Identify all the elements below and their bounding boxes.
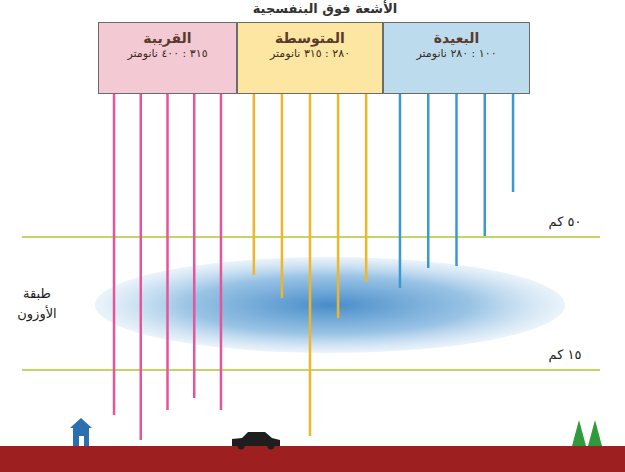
uv-ray (253, 94, 256, 275)
uv-band-box: القريبة٣١٥ : ٤٠٠ نانومتر (98, 22, 237, 94)
uv-ray (113, 94, 116, 415)
uv-ray (365, 94, 368, 282)
band-name: البعيدة (388, 29, 525, 47)
ozone-layer (95, 257, 565, 353)
ground (0, 446, 625, 472)
layer-label: طبقة الأوزون (2, 284, 72, 323)
wavelength-range: ١٠٠ : ٢٨٠ نانومتر (388, 47, 525, 61)
uv-ray (220, 94, 223, 410)
altitude-label: ٥٠ كم (530, 212, 600, 232)
uv-ray (455, 94, 458, 266)
house-icon (70, 418, 92, 446)
uv-band-box: البعيدة١٠٠ : ٢٨٠ نانومتر (383, 22, 530, 94)
uv-ray (309, 94, 312, 436)
wavelength-range: ٢٨٠ : ٣١٥ نانومتر (242, 47, 378, 61)
wavelength-range: ٣١٥ : ٤٠٠ نانومتر (103, 47, 232, 61)
uv-ray (281, 94, 284, 298)
band-name: المتوسطة (242, 29, 378, 47)
altitude-label: ١٥ كم (530, 345, 600, 365)
uv-ray (427, 94, 430, 268)
uv-ray (140, 94, 143, 440)
car-icon (232, 432, 280, 450)
uv-ray (166, 94, 169, 410)
trees-icon (572, 420, 602, 446)
uv-ray (337, 94, 340, 318)
uv-rays (114, 94, 513, 440)
uv-ray (193, 94, 196, 398)
diagram-title: الأشعة فوق البنفسجية (150, 1, 500, 16)
uv-band-box: المتوسطة٢٨٠ : ٣١٥ نانومتر (237, 22, 383, 94)
uv-ray (484, 94, 487, 236)
uv-ray (512, 94, 515, 192)
band-name: القريبة (103, 29, 232, 47)
uv-ray (399, 94, 402, 288)
